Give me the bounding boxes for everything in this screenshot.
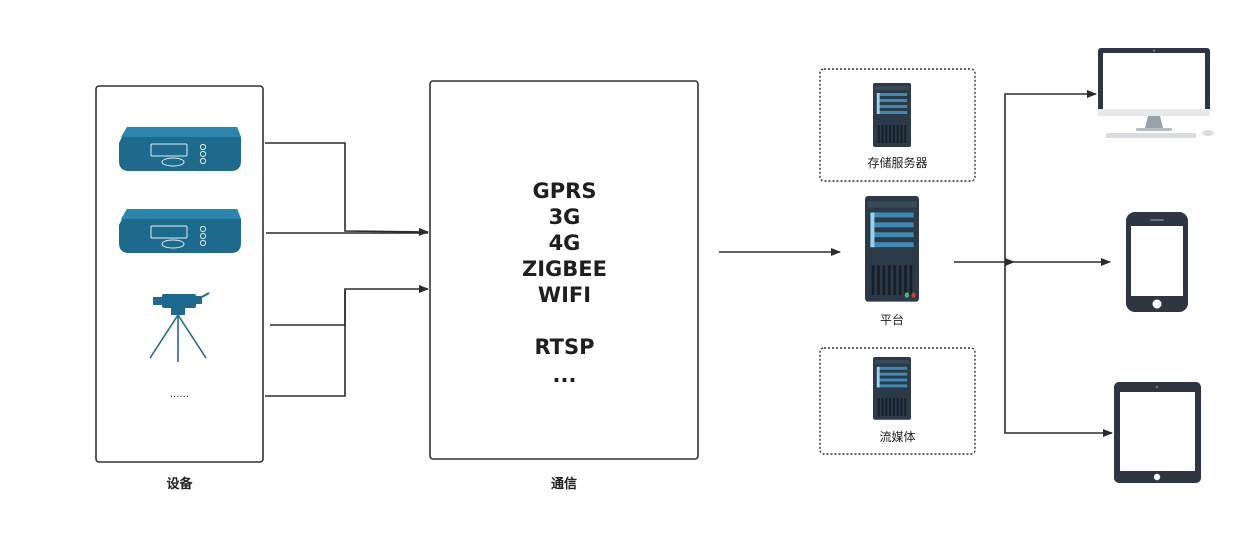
- platform-label: 平台: [879, 313, 904, 327]
- dvr-device-1-icon: [118, 126, 242, 172]
- streaming-server-icon: [873, 357, 911, 420]
- protocol-wifi: WIFI: [537, 283, 592, 307]
- devices-ellipsis: ......: [169, 389, 190, 400]
- storage-server-label: 存储服务器: [867, 156, 928, 170]
- communication-title: 通信: [550, 477, 577, 492]
- camera-tripod-icon: [149, 292, 210, 362]
- device-connectors: [265, 142, 429, 397]
- protocol-3g: 3G: [548, 205, 581, 229]
- client-connectors: [954, 90, 1113, 437]
- protocol-zigbee: ZIGBEE: [522, 257, 607, 281]
- protocol-gprs: GPRS: [532, 179, 597, 203]
- desktop-monitor-icon: [1098, 48, 1214, 138]
- protocol-rtsp: RTSP: [534, 335, 595, 359]
- streaming-server-label: 流媒体: [879, 430, 916, 444]
- streaming-server-box: [819, 347, 976, 455]
- dvr-device-2-icon: [118, 208, 242, 254]
- storage-server-box: [819, 68, 976, 182]
- devices-title: 设备: [166, 477, 193, 492]
- protocol-more: ...: [552, 363, 577, 387]
- platform-server-icon: [865, 196, 919, 302]
- protocol-4g: 4G: [548, 231, 581, 255]
- tablet-icon: [1114, 382, 1201, 483]
- storage-server-icon: [873, 83, 911, 147]
- devices-panel: [95, 85, 264, 463]
- smartphone-icon: [1126, 212, 1188, 312]
- communication-panel: [429, 80, 699, 460]
